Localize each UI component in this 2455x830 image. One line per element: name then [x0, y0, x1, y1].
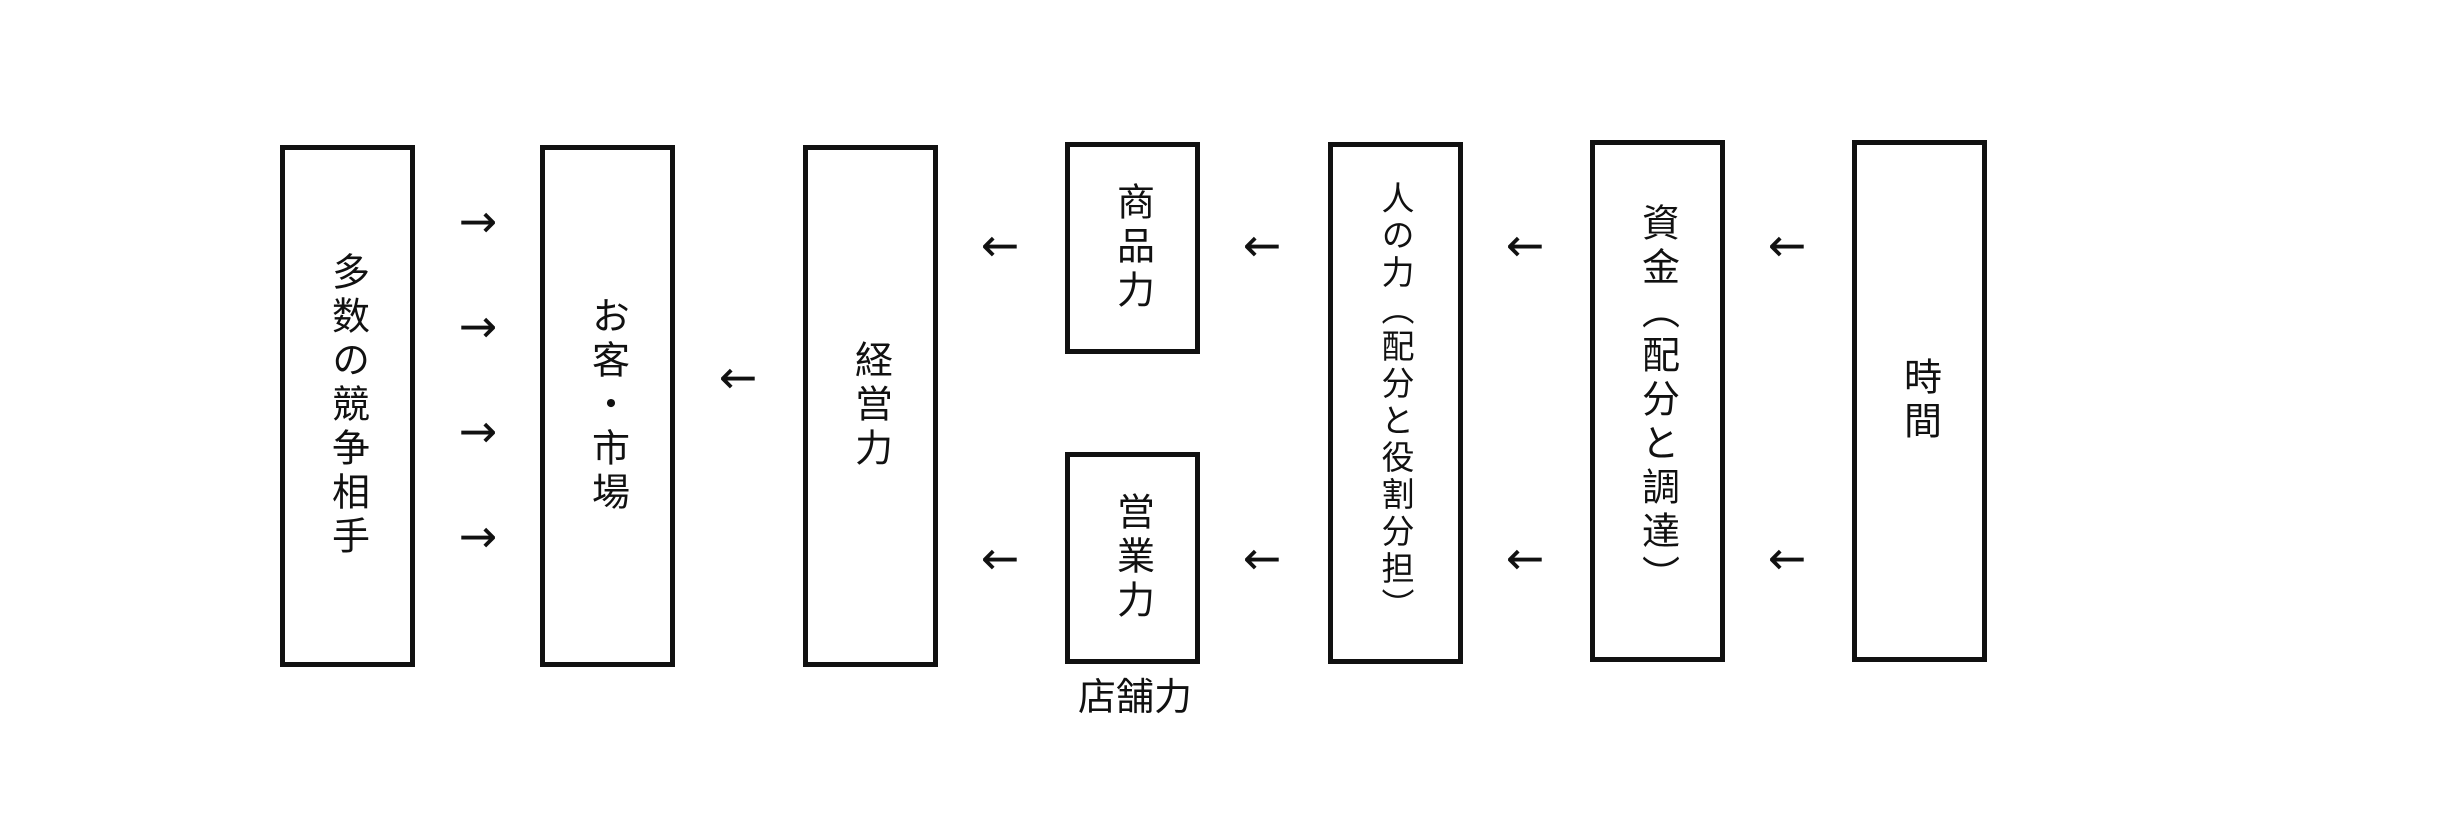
store-power-label: 店舗力: [1078, 675, 1193, 719]
sales-power-box: 営業力: [1065, 452, 1200, 664]
arrow-people-to-product: ←: [1242, 218, 1282, 272]
arrow-competitors-to-customers-4: →: [458, 509, 498, 563]
people-power-label: 人の力（配分と役割分担）: [1376, 181, 1415, 625]
funds-box: 資金（配分と調達）: [1590, 140, 1725, 662]
arrow-funds-to-people-bottom: ←: [1505, 531, 1545, 585]
arrow-product-to-management: ←: [980, 218, 1020, 272]
arrow-competitors-to-customers-2: →: [458, 299, 498, 353]
time-label: 時間: [1897, 357, 1942, 445]
funds-label: 資金（配分と調達）: [1635, 203, 1680, 599]
arrow-people-to-sales: ←: [1242, 531, 1282, 585]
arrow-funds-to-people-top: ←: [1505, 218, 1545, 272]
arrow-sales-to-management: ←: [980, 531, 1020, 585]
product-power-box: 商品力: [1065, 142, 1200, 354]
arrow-time-to-funds-top: ←: [1767, 218, 1807, 272]
product-power-label: 商品力: [1110, 182, 1155, 314]
customers-market-label: お客・市場: [585, 296, 630, 516]
customers-market-box: お客・市場: [540, 145, 675, 667]
management-power-box: 経営力: [803, 145, 938, 667]
arrow-management-to-customers: ←: [718, 350, 758, 404]
management-power-label: 経営力: [848, 340, 893, 472]
arrow-competitors-to-customers-1: →: [458, 194, 498, 248]
people-power-box: 人の力（配分と役割分担）: [1328, 142, 1463, 664]
sales-power-label: 営業力: [1110, 492, 1155, 624]
competitors-label: 多数の競争相手: [325, 252, 370, 560]
arrow-competitors-to-customers-3: →: [458, 404, 498, 458]
competitors-box: 多数の競争相手: [280, 145, 415, 667]
arrow-time-to-funds-bottom: ←: [1767, 531, 1807, 585]
time-box: 時間: [1852, 140, 1987, 662]
